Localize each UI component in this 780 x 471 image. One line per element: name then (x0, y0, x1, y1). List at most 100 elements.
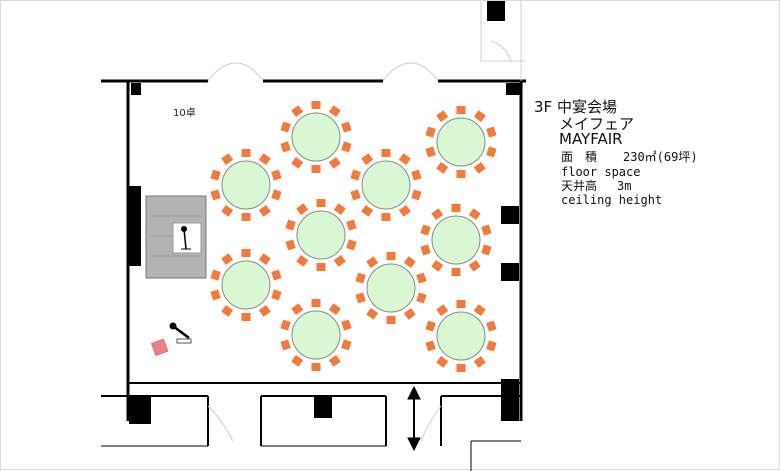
room-walls (101, 79, 526, 471)
table-top (361, 160, 411, 210)
chair (285, 239, 296, 251)
chair (210, 189, 221, 201)
banquet-table (280, 299, 352, 371)
ceiling-label: 天井高 (561, 179, 598, 193)
chair (350, 189, 361, 201)
chair (328, 355, 341, 367)
banquet-table (425, 106, 497, 178)
pillars (129, 1, 520, 424)
chair (328, 105, 341, 117)
chair (398, 205, 411, 217)
table-top (366, 263, 416, 313)
stage-platform (145, 195, 207, 279)
chair (316, 263, 326, 271)
chair (425, 146, 436, 158)
chair (271, 169, 282, 181)
chair (221, 205, 234, 217)
table-top (296, 210, 346, 260)
chair (436, 110, 449, 122)
chair (271, 289, 282, 301)
microphone-icon (169, 322, 192, 344)
chair (311, 299, 321, 307)
banquet-table (210, 149, 282, 221)
chair (296, 203, 309, 215)
chair (311, 363, 321, 371)
chair (291, 105, 304, 117)
area-value: 230㎡(69坪) (623, 150, 698, 164)
chair (436, 162, 449, 174)
chair (210, 169, 221, 181)
floor-name: 3F 中宴会場 (534, 98, 617, 116)
chair (381, 213, 391, 221)
banquet-table (350, 149, 422, 221)
chair (355, 272, 366, 284)
chair (436, 304, 449, 316)
chair (425, 320, 436, 332)
chair (361, 153, 374, 165)
chair (481, 244, 492, 256)
chair (425, 340, 436, 352)
chair (425, 126, 436, 138)
podium (150, 338, 169, 356)
chair (258, 253, 271, 265)
table-top (291, 310, 341, 360)
chair (403, 308, 416, 320)
table-top (436, 117, 486, 167)
chair (468, 208, 481, 220)
chair (366, 256, 379, 268)
chair (271, 269, 282, 281)
chair (486, 126, 497, 138)
table-top (431, 215, 481, 265)
banquet-table (280, 101, 352, 173)
chair (258, 205, 271, 217)
chair (291, 303, 304, 315)
chair (350, 169, 361, 181)
chair (341, 121, 352, 133)
chair (386, 316, 396, 324)
chair (221, 153, 234, 165)
chair (311, 165, 321, 173)
banquet-table (355, 252, 427, 324)
table-top (221, 160, 271, 210)
chair (403, 256, 416, 268)
chair (258, 305, 271, 317)
chair (416, 272, 427, 284)
chair (386, 252, 396, 260)
chair (468, 260, 481, 272)
ceiling-label-en: ceiling height (561, 193, 663, 207)
chair (280, 141, 291, 153)
chair (221, 253, 234, 265)
chair (285, 219, 296, 231)
microphone-icon (181, 226, 191, 250)
table-count-label: 10卓 (173, 108, 196, 119)
banquet-table (420, 204, 492, 276)
chair (486, 320, 497, 332)
venue-name-kana: メイフェア (559, 115, 635, 133)
chair (456, 106, 466, 114)
chair (296, 255, 309, 267)
chair (411, 189, 422, 201)
chair (341, 141, 352, 153)
chair (473, 304, 486, 316)
chair (258, 153, 271, 165)
area-label-en: floor space (561, 165, 641, 179)
chair (346, 239, 357, 251)
chair (456, 300, 466, 308)
chair (398, 153, 411, 165)
chair (210, 289, 221, 301)
chair (241, 313, 251, 321)
banquet-table (425, 300, 497, 372)
chair (361, 205, 374, 217)
chair (481, 224, 492, 236)
chair (381, 149, 391, 157)
chair (355, 292, 366, 304)
chair (291, 157, 304, 169)
chair (280, 121, 291, 133)
chair (420, 224, 431, 236)
chair (328, 157, 341, 169)
chair (451, 204, 461, 212)
chair (416, 292, 427, 304)
chair (210, 269, 221, 281)
banquet-table (285, 199, 357, 271)
